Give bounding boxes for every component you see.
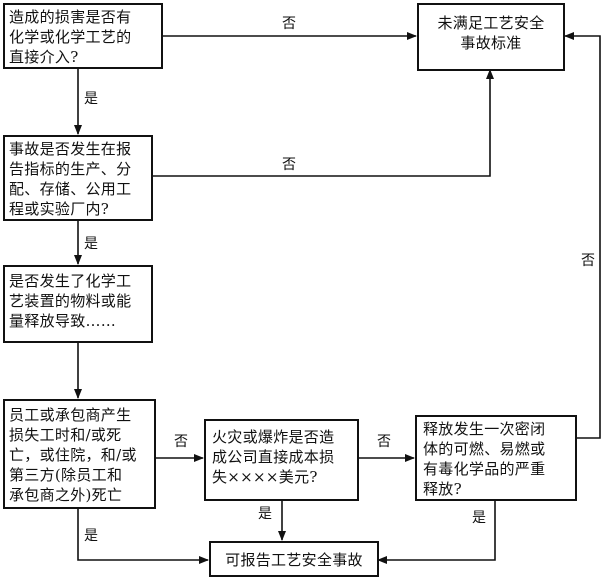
question-acute-release: 释放发生一次密闭 体的可燃、易燃或 有毒化学品的严重 释放?: [415, 415, 577, 501]
label-q2-yes: 是: [84, 236, 98, 252]
label-q1-no: 否: [282, 16, 296, 32]
question-acute-release-text: 释放发生一次密闭 体的可燃、易燃或 有毒化学品的严重 释放?: [423, 420, 546, 498]
question-fire-explosion-text: 火灾或爆炸是否造 成公司直接成本损 失××××美元?: [212, 428, 335, 486]
result-not-met-text: 未满足工艺安全 事故标准: [437, 14, 545, 52]
question-chemical-involvement-text: 造成的损害是否有 化学或化学工艺的 直接介入?: [9, 8, 132, 66]
question-injury-fatality-text: 员工或承包商产生 损失工时和/或死 亡，或住院，和/或 第三方(除员工和 承包商…: [9, 406, 137, 504]
question-location-text: 事故是否发生在报 告指标的生产、分 配、存储、公用工 程或实验厂内?: [9, 140, 132, 218]
label-q5-yes: 是: [258, 506, 272, 522]
question-injury-fatality: 员工或承包商产生 损失工时和/或死 亡，或住院，和/或 第三方(除员工和 承包商…: [3, 399, 156, 509]
label-q5-no: 否: [377, 434, 391, 450]
label-q4-no: 否: [174, 434, 188, 450]
question-release-text: 是否发生了化学工 艺装置的物料或能 量释放导致……: [9, 272, 132, 330]
arrow-q2-no: [150, 69, 494, 177]
label-q6-no: 否: [581, 253, 595, 269]
label-q1-yes: 是: [84, 91, 98, 107]
result-not-met: 未满足工艺安全 事故标准: [417, 3, 565, 71]
arrow-q6-no: [564, 32, 601, 439]
arrow-q4-yes: [77, 508, 209, 564]
question-location: 事故是否发生在报 告指标的生产、分 配、存储、公用工 程或实验厂内?: [3, 135, 153, 221]
question-chemical-involvement: 造成的损害是否有 化学或化学工艺的 直接介入?: [3, 3, 163, 69]
label-q2-no: 否: [282, 157, 296, 173]
question-release: 是否发生了化学工 艺装置的物料或能 量释放导致……: [3, 265, 153, 343]
label-q4-yes: 是: [84, 528, 98, 544]
result-reportable: 可报告工艺安全事故: [209, 541, 379, 577]
arrow-q6-yes: [377, 500, 496, 564]
result-reportable-text: 可报告工艺安全事故: [225, 551, 363, 569]
label-q6-yes: 是: [472, 510, 486, 526]
question-fire-explosion: 火灾或爆炸是否造 成公司直接成本损 失××××美元?: [204, 419, 359, 501]
